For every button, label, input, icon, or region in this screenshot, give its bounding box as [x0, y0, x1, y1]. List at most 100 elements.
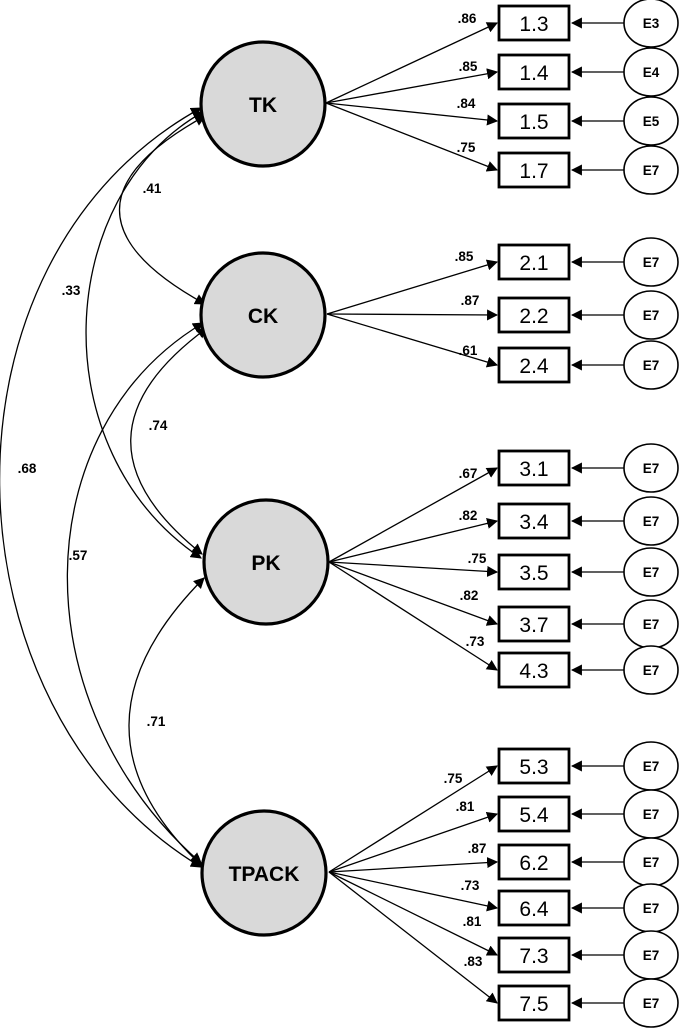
latent-circle-tpack — [200, 809, 328, 937]
indicator-box — [497, 889, 571, 927]
indicator-box — [497, 795, 571, 833]
covariance-label: .57 — [69, 548, 88, 563]
loading-value: .67 — [459, 466, 478, 481]
loading-value: .73 — [466, 634, 485, 649]
indicator-value: 3.1 — [519, 458, 548, 481]
indicator-box — [497, 151, 571, 189]
indicator-value: 2.4 — [519, 355, 549, 378]
indicator-value: 5.4 — [519, 804, 549, 827]
indicator-value: 1.7 — [519, 160, 548, 183]
error-value: E4 — [643, 65, 660, 80]
covariance-arrow-ck-pk — [130, 327, 208, 555]
indicator-box — [497, 984, 571, 1022]
error-value: E7 — [643, 663, 660, 678]
group-ck: 2.1 2.2 2.4 .85 .87 .61 E7 E7 E7 CK — [199, 237, 679, 390]
loading-value: .61 — [459, 343, 478, 358]
indicator-value: 6.2 — [519, 852, 548, 875]
indicator-box — [497, 296, 571, 334]
covariance-arrow-tk-tpack — [0, 107, 202, 868]
indicator-box — [497, 843, 571, 881]
error-circle — [623, 443, 679, 493]
error-value: E3 — [643, 16, 660, 31]
loading-value: .81 — [463, 914, 482, 929]
error-circle — [623, 145, 679, 195]
error-circle — [623, 340, 679, 390]
covariance-label: .71 — [147, 714, 166, 729]
indicator-value: 1.5 — [519, 111, 548, 134]
loading-value: .86 — [458, 11, 477, 26]
indicator-box — [497, 102, 571, 140]
error-circle — [623, 547, 679, 597]
latent-label-pk: PK — [251, 552, 280, 575]
error-value: E7 — [643, 996, 660, 1011]
loading-value: .75 — [468, 551, 487, 566]
indicator-box — [497, 747, 571, 785]
latent-label-ck: CK — [248, 305, 278, 328]
indicator-value: 5.3 — [519, 756, 548, 779]
indicator-box — [497, 651, 571, 689]
indicator-value: 1.3 — [519, 13, 548, 36]
error-circle — [623, 978, 679, 1028]
error-value: E7 — [643, 759, 660, 774]
error-value: E7 — [643, 308, 660, 323]
loading-value: .87 — [468, 841, 487, 856]
loading-arrow — [328, 517, 499, 563]
indicator-box — [497, 4, 571, 42]
loading-arrow — [328, 871, 499, 912]
indicator-box — [497, 553, 571, 591]
loading-arrow — [325, 22, 499, 104]
indicator-value: 3.4 — [519, 511, 549, 534]
covariance-arrow-pk-tpack — [128, 577, 205, 867]
loading-value: .75 — [444, 771, 463, 786]
loading-arrow — [328, 765, 498, 873]
covariance-label: .41 — [143, 181, 162, 196]
latent-label-tk: TK — [249, 94, 277, 117]
loading-value: .85 — [455, 249, 474, 264]
indicator-value: 2.2 — [519, 305, 548, 328]
error-circle — [623, 645, 679, 695]
error-value: E7 — [643, 163, 660, 178]
covariance-label: .74 — [149, 418, 168, 433]
loading-arrow — [328, 857, 499, 873]
latent-label-tpack: TPACK — [229, 863, 300, 886]
covariance-arrows — [0, 107, 208, 868]
error-circle — [623, 96, 679, 146]
covariance-arrow-ck-tpack — [66, 322, 204, 864]
error-value: E7 — [643, 565, 660, 580]
covariance-arrow-tk-pk — [85, 111, 204, 559]
loading-arrow — [326, 309, 499, 321]
group-tpack: 5.3 5.4 6.2 6.4 7.3 7.5 .75 .81 .87 .73 … — [200, 741, 679, 1028]
error-circle — [623, 290, 679, 340]
error-value: E7 — [643, 948, 660, 963]
error-value: E7 — [643, 514, 660, 529]
loading-arrow — [328, 871, 498, 956]
loading-value: .82 — [459, 508, 478, 523]
loading-arrow — [328, 561, 499, 577]
loading-value: .81 — [456, 799, 475, 814]
error-circle — [623, 47, 679, 97]
covariance-label: .33 — [62, 283, 81, 298]
indicator-value: 6.4 — [519, 898, 549, 921]
indicator-value: 4.3 — [519, 660, 548, 683]
covariance-arrow-tk-ck — [118, 115, 206, 305]
loading-arrow — [328, 561, 498, 671]
indicator-box — [497, 346, 571, 384]
indicator-box — [497, 449, 571, 487]
loading-value: .84 — [457, 96, 476, 111]
indicator-value: 1.4 — [519, 62, 549, 85]
loading-value: .73 — [461, 878, 480, 893]
latent-circle-ck — [199, 251, 327, 379]
covariance-labels: .41 .33 .68 .74 .57 .71 — [18, 181, 168, 729]
latent-circle-tk — [199, 40, 327, 168]
loading-arrow — [328, 561, 499, 626]
covariance-label: .68 — [18, 461, 37, 476]
error-value: E7 — [643, 901, 660, 916]
loading-value: .85 — [459, 59, 478, 74]
error-value: E7 — [643, 617, 660, 632]
indicator-box — [497, 243, 571, 281]
error-value: E5 — [643, 114, 660, 129]
loading-arrow — [325, 102, 499, 172]
indicator-value: 7.3 — [519, 945, 548, 968]
